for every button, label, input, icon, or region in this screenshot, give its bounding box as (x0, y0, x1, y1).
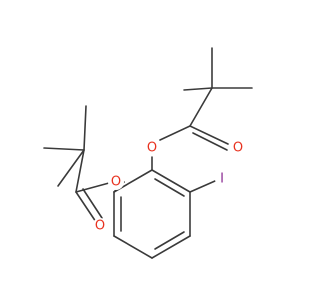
bond-tbu-left (83, 105, 87, 151)
molecule-structure: O O O O I (43, 47, 253, 259)
ring-bond (151, 235, 191, 259)
atom-label: O (95, 219, 105, 234)
bond-o-c-upper (159, 125, 191, 141)
atom-o-left: O (108, 174, 124, 190)
atom-o-upper: O (144, 140, 160, 156)
atoms: O O O O I (92, 140, 246, 234)
bond-c-c-upper (189, 87, 213, 127)
atom-o-carbonyl-upper: O (230, 140, 246, 156)
atom-o-carbonyl-left: O (92, 218, 108, 234)
bond-c-i (189, 180, 216, 193)
atom-label: O (147, 141, 157, 156)
bond-c-o-double-upper (189, 125, 229, 145)
ring-bond (113, 235, 153, 259)
bond-tbu-left (57, 149, 85, 187)
ring-bond (151, 169, 191, 193)
bond-c-o-double-left (82, 188, 103, 219)
bond-tbu-upper (183, 87, 213, 91)
ring-double-bond (154, 178, 185, 197)
bond-o-c-left (75, 182, 110, 193)
atom-label: I (220, 172, 224, 187)
atom-label: O (111, 175, 121, 190)
bond-c-o-double-upper (192, 132, 228, 151)
ring-double-bond (154, 231, 185, 250)
bond-c-o-double-left (75, 191, 97, 223)
bond-tbu-left (43, 147, 85, 151)
atom-i-iodo: I (215, 172, 229, 187)
bond-c-c-left (75, 149, 85, 193)
atom-label: O (233, 141, 243, 156)
